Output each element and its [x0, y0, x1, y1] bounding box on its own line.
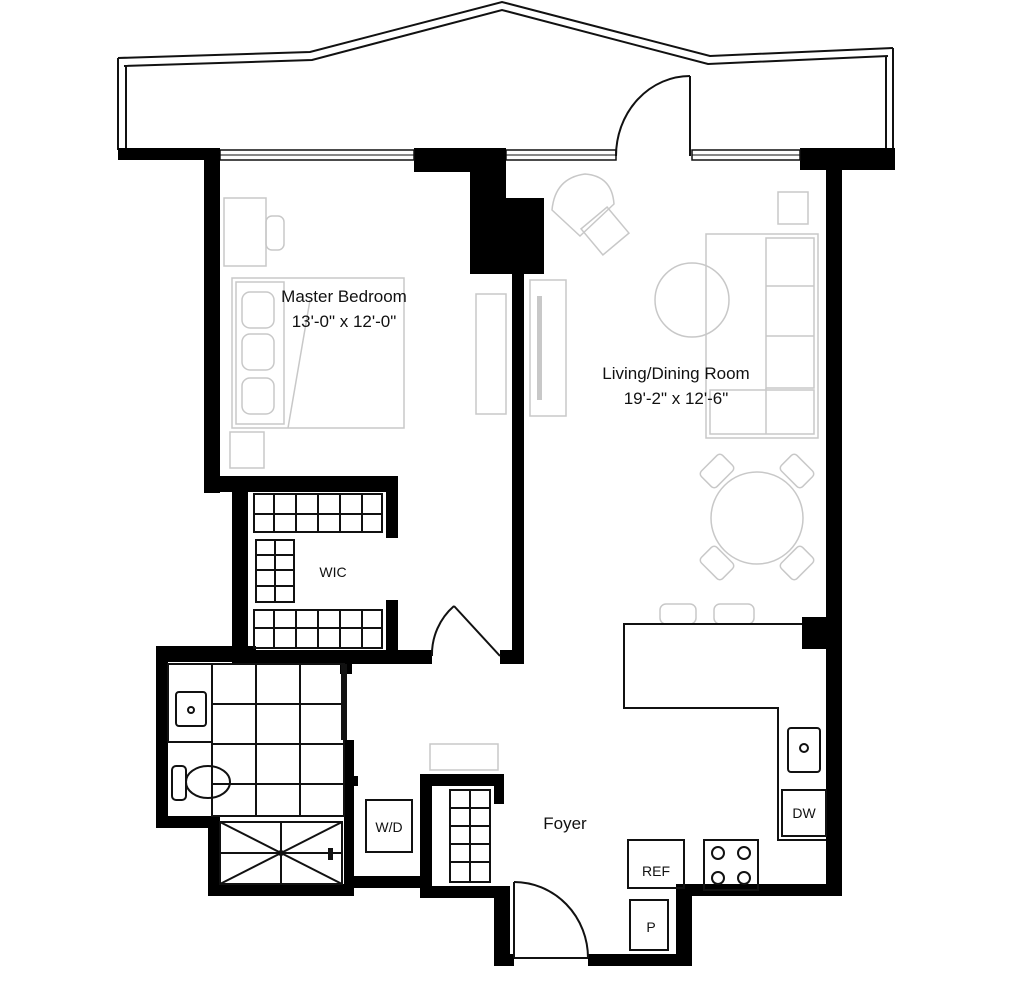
bedroom-furniture — [223, 197, 507, 469]
living-dining-name: Living/Dining Room — [602, 364, 749, 383]
washer-dryer-label: W/D — [375, 819, 402, 835]
living-dining-size: 19'-2" x 12'-6" — [624, 389, 729, 408]
refrigerator-label: REF — [642, 863, 670, 879]
living-furniture — [529, 173, 819, 625]
master-bedroom-name: Master Bedroom — [281, 287, 407, 306]
foyer-label: Foyer — [543, 814, 587, 833]
closets — [253, 493, 499, 883]
doors — [430, 75, 691, 959]
labels: Master Bedroom 13'-0" x 12'-0" Living/Di… — [281, 287, 816, 935]
wic-label: WIC — [319, 564, 346, 580]
pantry-label: P — [646, 919, 655, 935]
dishwasher-label: DW — [792, 805, 816, 821]
bathroom — [167, 663, 347, 885]
balcony — [117, 0, 894, 150]
master-bedroom-size: 13'-0" x 12'-0" — [292, 312, 397, 331]
walls — [118, 148, 895, 966]
kitchen — [623, 623, 827, 951]
